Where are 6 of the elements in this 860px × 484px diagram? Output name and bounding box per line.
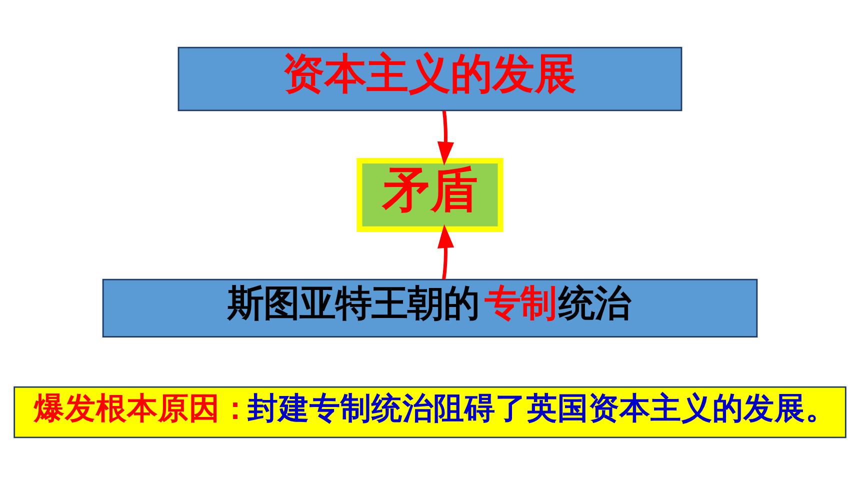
node-box: 爆发根本原因：封建专制统治阻碍了英国资本主义的发展。 [14,386,846,438]
arrow [437,110,454,166]
node-box: 矛盾 [356,157,504,232]
arrow [437,224,454,279]
node-box: 资本主义的发展 [178,46,682,111]
node-box: 斯图亚特王朝的专制统治 [102,278,758,337]
